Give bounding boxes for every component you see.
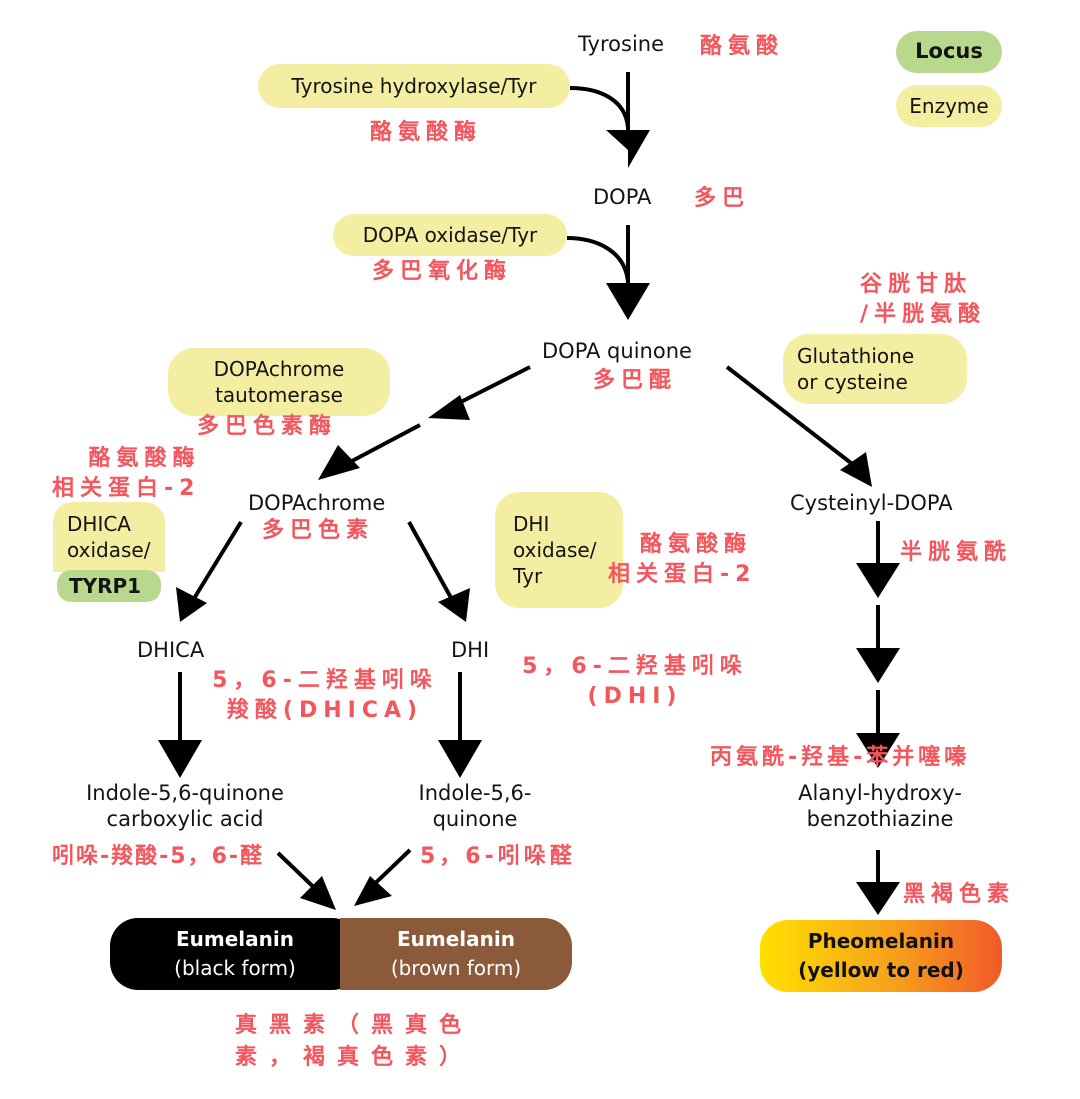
arrowhead [856,648,900,683]
enzyme-label: Glutathione [797,344,915,368]
annotation-line: 酪氨酸酶 [88,446,201,471]
legend-locus: Locus [896,31,1002,73]
product-label: (brown form) [390,956,522,980]
annotation-line: 羧酸(DHICA) [226,697,424,723]
enzyme-label: Tyr [513,564,543,588]
enzyme-dopachrome-tautomerase: DOPAchrome tautomerase [168,348,390,416]
arrowhead [856,733,900,768]
product-eumelanin-black: Eumelanin (black form) [110,918,360,990]
enzyme-label: DOPAchrome [213,357,345,381]
arrowhead [856,563,900,598]
arrow-quinone-cysteinyl [725,365,862,472]
arrowhead [606,130,650,168]
compound-tyrosine: Tyrosine [578,32,665,56]
compound-indole-quinone: Indole-5,6- quinone [390,780,560,833]
annotation-tyrp2-left: 酪氨酸酶 相关蛋白-2 [52,444,200,503]
enzyme-label: oxidase/ [67,538,151,562]
compound-line: quinone [432,807,518,832]
annotation-line: 相关蛋白-2 [52,475,201,501]
annotation-line: 真黑素（黑真色 [235,1013,474,1038]
compound-dopa-quinone: DOPA quinone [542,339,692,363]
annotation-line: 素，褐真色素） [235,1044,474,1070]
arrow-enzyme-curve-1 [569,86,630,129]
arrowhead [438,588,470,622]
annotation-tyrp2-right: 酪氨酸酶 相关蛋白-2 [608,530,756,589]
compound-indole-quinone-carboxylic-acid: Indole-5,6-quinone carboxylic acid [40,780,330,833]
annotation-dopachrome-tautomerase-zh: 多巴色素酶 [197,414,338,439]
compound-dhica: DHICA [137,638,205,662]
annotation-line: (DHI) [587,683,683,709]
arrowhead [438,740,482,778]
annotation-tyrosinase-zh: 酪氨酸酶 [370,120,483,145]
enzyme-label: Tyrosine hydroxylase/Tyr [291,74,537,98]
annotation-line: 5，6-二羟基吲哚 [212,668,438,693]
locus-label: TYRP1 [69,574,142,598]
arrowhead [856,882,900,915]
annotation-line: 5，6-二羟基吲哚 [522,654,748,679]
arrowhead [840,452,872,487]
compound-line: Alanyl-hydroxy- [798,781,962,805]
enzyme-dhica-oxidase: DHICA oxidase/ [53,502,165,572]
annotation-glutathione-zh: 谷胱甘肽 /半胱氨酸 [860,270,986,329]
enzyme-label: oxidase/ [513,538,597,562]
compound-dopachrome: DOPAchrome [248,491,386,515]
annotation-iq-zh: 5，6-吲哚醛 [420,844,576,869]
arrow-dopachrome-dhica [188,520,243,607]
arrowhead [354,876,392,906]
enzyme-label: DHI [513,512,550,536]
compound-cysteinyl-dopa: Cysteinyl-DOPA [790,491,953,515]
product-label: Eumelanin [397,927,515,951]
product-label: Pheomelanin [807,929,955,953]
compound-dopa: DOPA [593,185,652,209]
annotation-icqa-zh: 吲哚-羧酸-5，6-醛 [52,844,265,869]
annotation-dhica-zh: 5，6-二羟基吲哚 羧酸(DHICA) [195,666,455,725]
arrowhead [300,876,336,910]
compound-line: benzothiazine [806,807,954,832]
locus-tyrp1: TYRP1 [57,570,161,602]
product-eumelanin-brown: Eumelanin (brown form) [340,918,572,990]
compound-line: carboxylic acid [106,807,264,832]
enzyme-label: tautomerase [215,383,343,407]
product-label: (black form) [174,956,296,980]
enzyme-label: DOPA oxidase/Tyr [362,223,538,247]
compound-line: Indole-5,6-quinone [86,781,284,805]
arrowhead [176,587,207,622]
legend-locus-label: Locus [915,39,983,64]
product-label: (yellow to red) [798,958,964,982]
enzyme-glutathione-or-cysteine: Glutathione or cysteine [783,334,967,404]
product-pheomelanin: Pheomelanin (yellow to red) [760,920,1002,992]
enzyme-tyrosine-hydroxylase: Tyrosine hydroxylase/Tyr [258,64,570,108]
enzyme-label: DHICA [67,512,131,536]
compound-dhi: DHI [451,638,490,662]
annotation-dopachrome-zh: 多巴色素 [262,518,375,543]
legend-enzyme-label: Enzyme [909,94,989,118]
annotation-ahb-zh: 丙氨酰-羟基-苯并噻嗪 [710,745,971,770]
annotation-dopa-quinone-zh: 多巴醌 [593,368,678,393]
arrowhead [318,445,360,480]
enzyme-dopa-oxidase: DOPA oxidase/Tyr [333,214,567,256]
arrowhead [158,740,202,778]
annotation-line: 酪氨酸酶 [640,532,753,557]
annotation-dopa-oxidase-zh: 多巴氧化酶 [372,259,513,284]
arrowhead [606,283,650,320]
product-label: Eumelanin [176,927,294,951]
annotation-dopa-zh: 多巴 [694,186,751,211]
compound-line: Indole-5,6- [418,781,532,805]
legend-enzyme: Enzyme [896,85,1002,127]
compound-alanyl-hydroxy-benzothiazine: Alanyl-hydroxy- benzothiazine [770,780,990,833]
arrow-enzyme-curve-2 [566,236,630,283]
annotation-line: 相关蛋白-2 [608,561,757,587]
annotation-line: /半胱氨酸 [860,301,987,327]
annotation-pheomelanin-zh: 黑褐色素 [903,882,1016,907]
arrowhead [428,395,470,420]
annotation-line: 谷胱甘肽 [860,272,973,297]
annotation-cysteinyl-zh: 半胱氨酰 [900,540,1013,565]
arrow-dopachrome-dhi [407,521,457,606]
annotation-dhi-zh: 5，6-二羟基吲哚 (DHI) [505,652,765,711]
annotation-eumelanin-zh: 真黑素（黑真色 素，褐真色素） [235,1010,473,1074]
annotation-tyrosine-zh: 酪氨酸 [700,34,785,59]
enzyme-label: or cysteine [797,370,908,394]
enzyme-dhi-oxidase: DHI oxidase/ Tyr [495,492,623,608]
